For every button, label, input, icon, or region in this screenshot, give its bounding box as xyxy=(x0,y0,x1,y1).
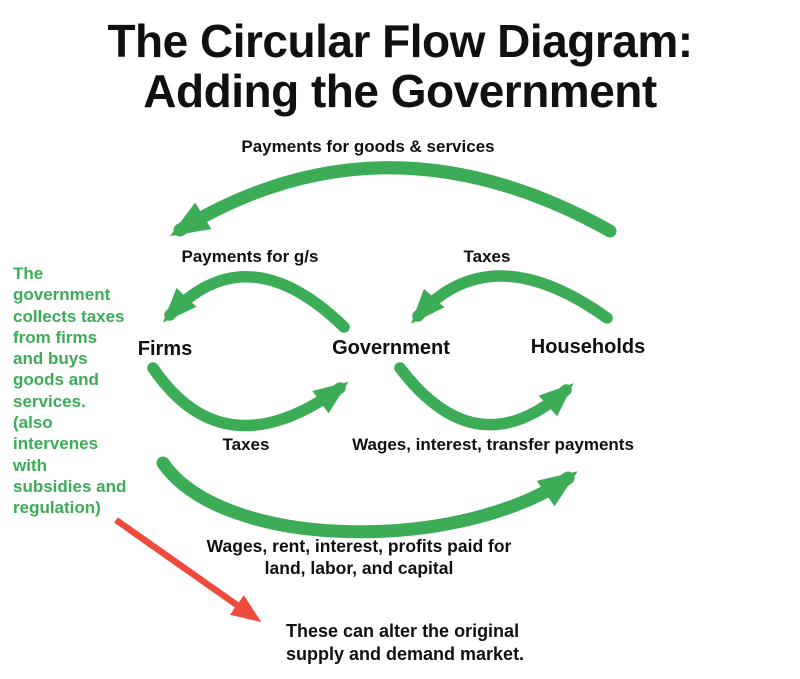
supply-demand-callout: These can alter the original supply and … xyxy=(286,620,524,666)
page-title-line1: The Circular Flow Diagram: xyxy=(107,15,693,67)
label-taxes-bottom: Taxes xyxy=(222,435,270,454)
arrow-wages-interest-transfer xyxy=(394,362,574,431)
side-note-line: intervenes xyxy=(13,434,99,454)
arrow-payments-goods-services xyxy=(170,161,617,238)
side-note-line: (also xyxy=(13,413,53,433)
side-note-line: subsidies and xyxy=(13,476,127,496)
arrow-taxes-firms-to-gov xyxy=(147,362,349,432)
government-side-note: The government collects taxes from firms… xyxy=(13,263,163,519)
node-government: Government xyxy=(332,337,450,359)
label-wages-rent-bottom-line2: land, labor, and capital xyxy=(264,558,454,578)
label-wages-rent-bottom-line1: Wages, rent, interest, profits paid for xyxy=(206,536,512,556)
side-note-line: from firms xyxy=(13,327,98,347)
side-note-line: collects taxes xyxy=(13,306,125,326)
node-households: Households xyxy=(530,336,646,358)
side-note-line: regulation) xyxy=(13,498,101,518)
side-note-line: government xyxy=(13,285,111,305)
label-taxes-top: Taxes xyxy=(463,247,511,266)
page-title: The Circular Flow Diagram: Adding the Go… xyxy=(0,16,800,116)
label-payments-gs: Payments for g/s xyxy=(181,247,319,266)
arrow-taxes-households-to-gov xyxy=(411,270,613,324)
side-note-line: The xyxy=(13,264,44,283)
arrow-payments-gs-gov-to-firms xyxy=(162,271,350,333)
side-note-line: and buys xyxy=(13,349,88,369)
label-wages-interest-transfer: Wages, interest, transfer payments xyxy=(352,435,634,454)
red-intervention-arrow xyxy=(114,517,262,623)
callout-line1: These can alter the original xyxy=(286,621,520,641)
callout-line2: supply and demand market. xyxy=(286,644,525,664)
page-title-line2: Adding the Government xyxy=(143,65,657,117)
side-note-line: with xyxy=(13,455,47,475)
side-note-line: goods and xyxy=(13,370,99,390)
label-payments-goods-services: Payments for goods & services xyxy=(241,137,495,156)
label-wages-rent-bottom: Wages, rent, interest, profits paid for … xyxy=(207,535,512,579)
node-firms: Firms xyxy=(137,338,193,360)
arrow-wages-rent-interest-profits xyxy=(156,456,578,539)
side-note-line: services. xyxy=(13,391,86,411)
